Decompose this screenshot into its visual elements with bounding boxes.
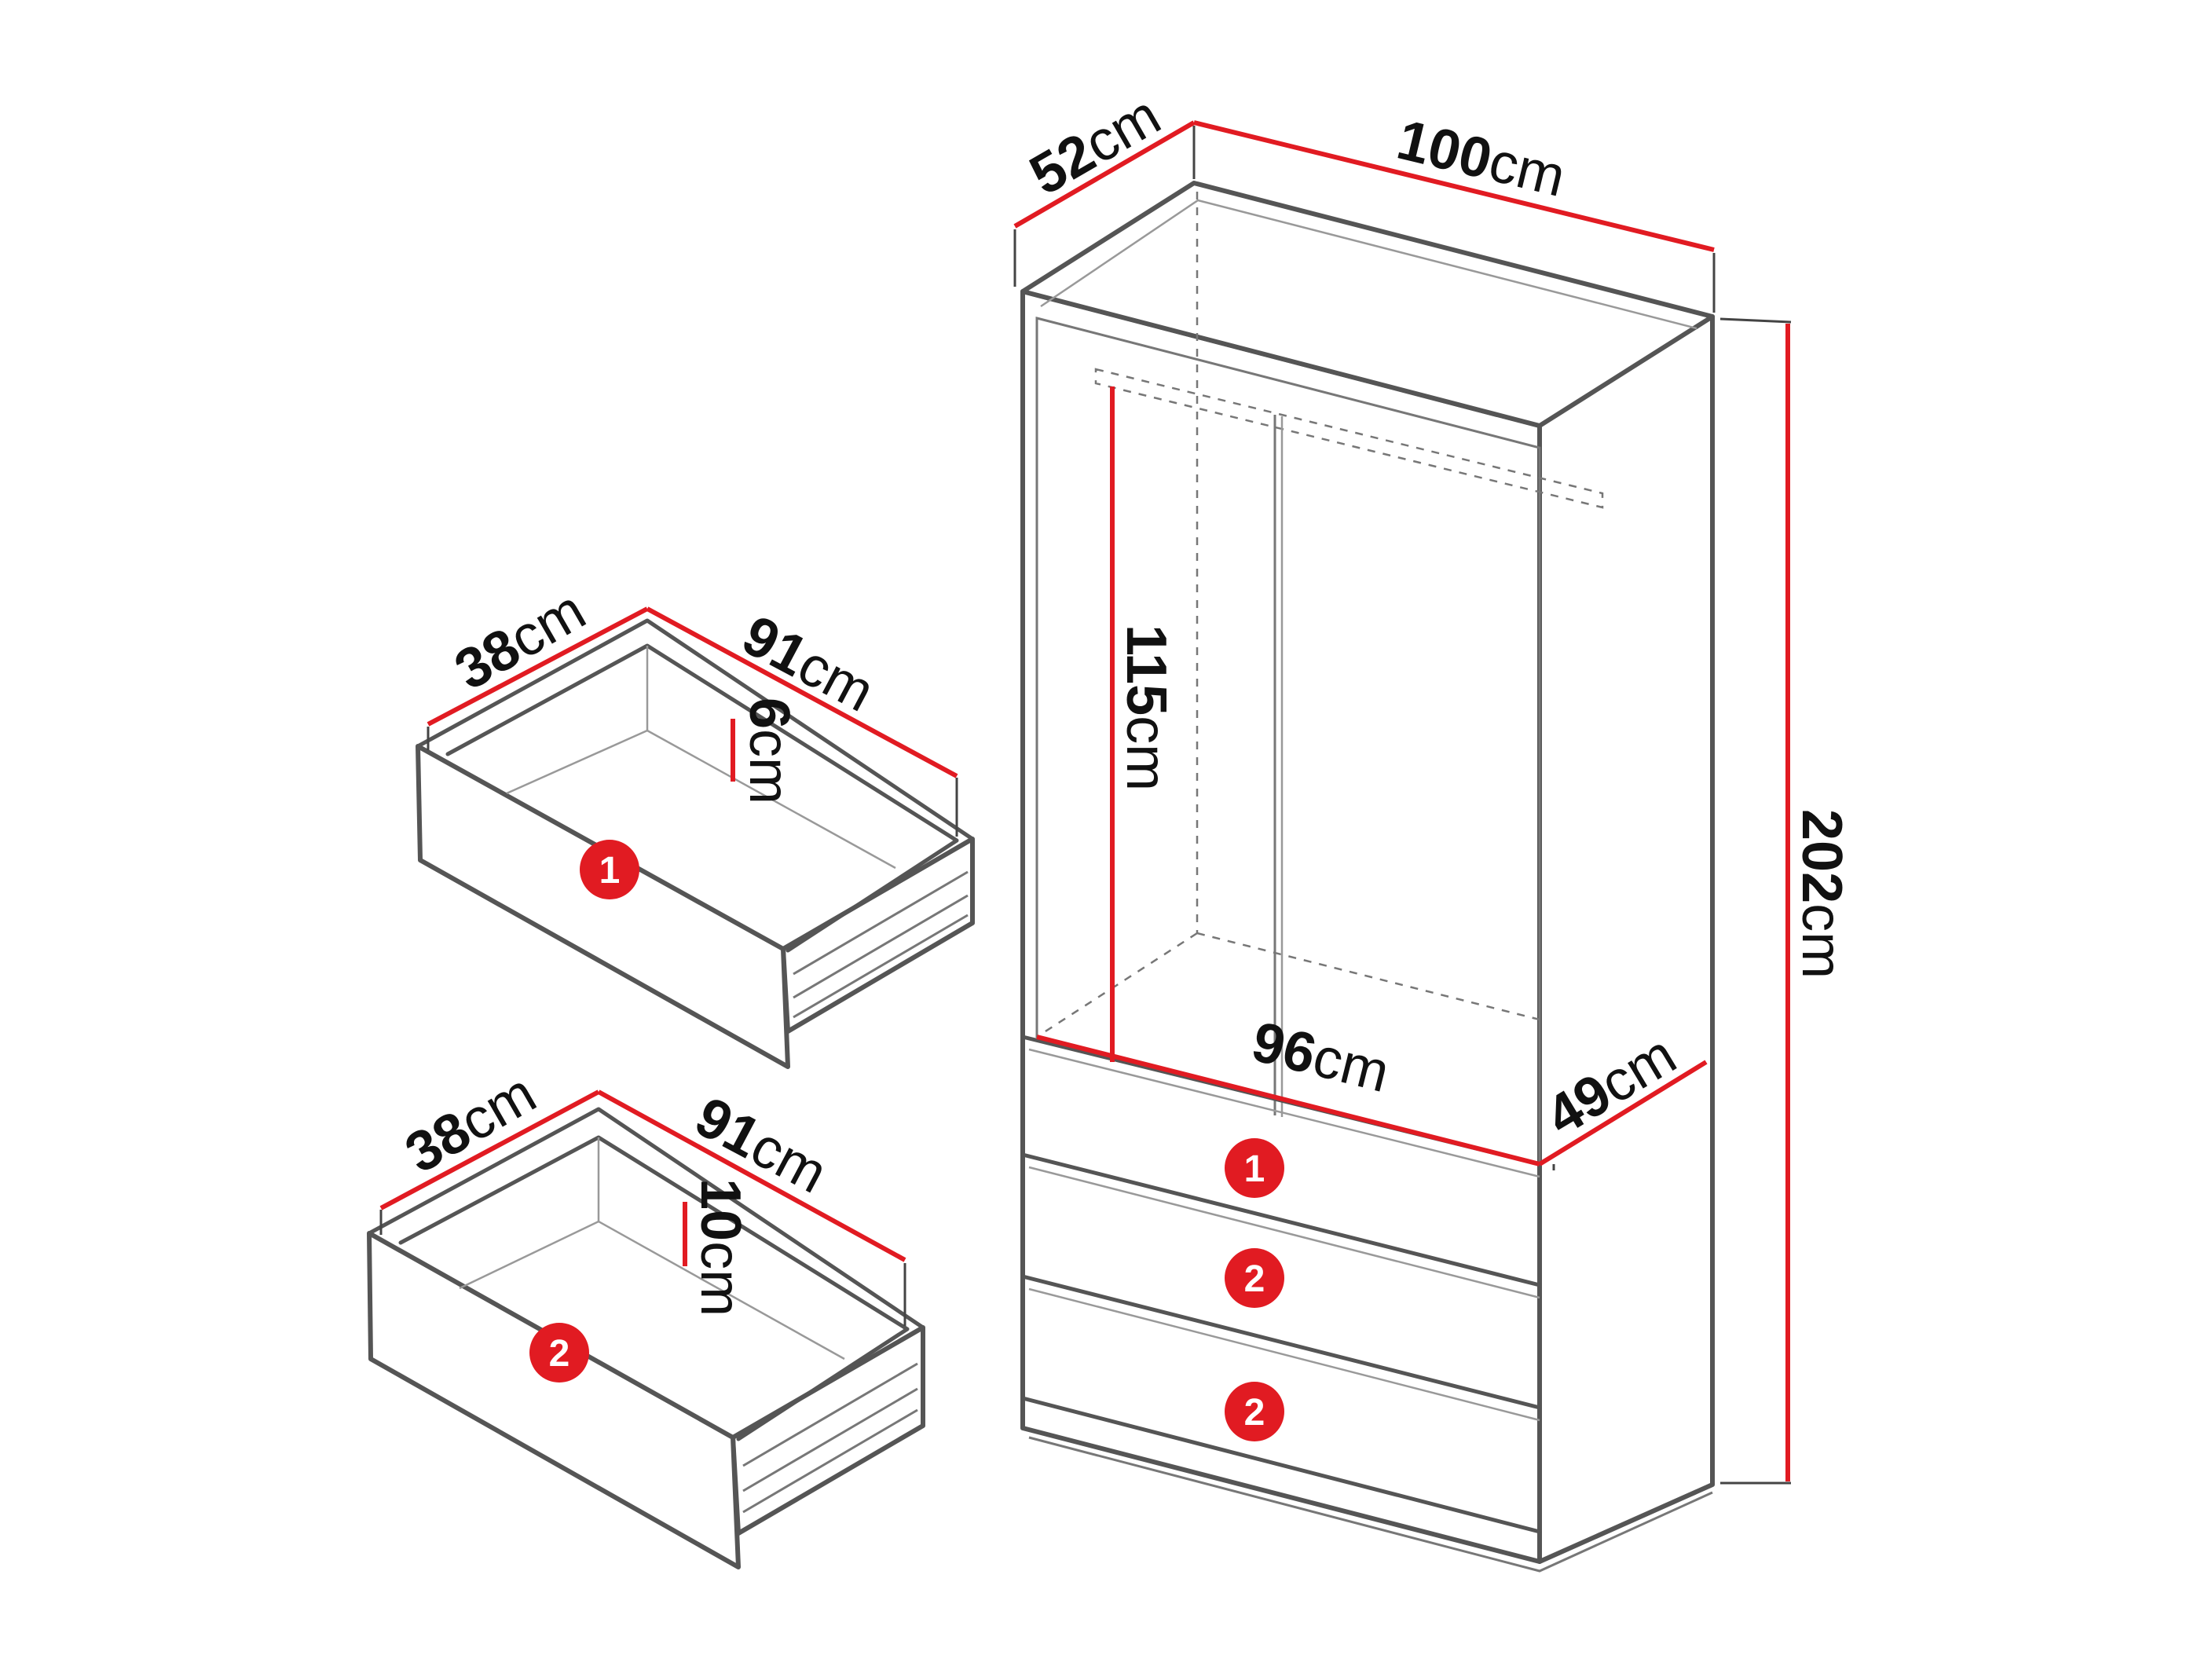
drawer-1-dimension-lines [427,606,958,782]
drawer-badge: 2 [1225,1248,1284,1308]
drawer-2-depth-line [379,1090,600,1210]
drawer-1-depth-line [427,606,649,727]
svg-text:1: 1 [599,850,621,892]
svg-text:2: 2 [1244,1258,1265,1300]
wardrobe-drawer-badges: 1 2 2 [1225,1138,1284,1441]
drawer-1-labels: 38cm 91cm 6cm [445,579,884,804]
width-dimension-line [1193,120,1715,252]
drawer-2-height-label: 10cm [689,1178,752,1317]
drawer-1-height-label: 6cm [738,698,800,804]
wardrobe-top [1020,181,1715,428]
wardrobe-drawing [1020,181,1715,1573]
wardrobe-depth-label: 52cm [1020,84,1170,207]
drawer-1-front [416,744,790,1069]
inner-width-dimension-line [1036,1035,1540,1166]
hanging-height-label: 115cm [1115,624,1177,791]
drawer-1-drawing [416,618,975,1069]
drawer-2-badge: 2 [529,1323,589,1382]
drawer-1-badge: 1 [580,840,639,899]
drawer-2-depth-label: 38cm [395,1062,546,1185]
drawer-badge: 2 [1225,1382,1284,1441]
hanging-rail [1094,368,1604,509]
wardrobe-extension-lines [1013,126,1792,1485]
inner-depth-dimension-line [1538,1060,1708,1166]
drawer-divider [1020,1274,1542,1410]
drawer-2-extension-lines [379,1210,906,1326]
svg-text:2: 2 [1244,1392,1265,1434]
svg-text:2: 2 [549,1333,570,1375]
wardrobe-height-label: 202cm [1790,809,1853,979]
drawer-2-front [367,1231,741,1569]
drawer-1-depth-label: 38cm [445,579,595,702]
drawer-divider [1020,1152,1542,1287]
drawer-badge: 1 [1225,1138,1284,1198]
depth-dimension-line [1013,120,1196,229]
drawer-2-width-line [597,1090,906,1262]
wardrobe-right-side [1537,314,1715,1564]
drawer-1-width-line [646,606,958,778]
drawer-2-drawing [367,1107,925,1569]
drawer-1-extension-lines [427,727,958,837]
svg-text:1: 1 [1244,1148,1265,1190]
drawer-2-dimension-lines [379,1090,906,1266]
wardrobe-dimension-lines [1013,120,1790,1481]
